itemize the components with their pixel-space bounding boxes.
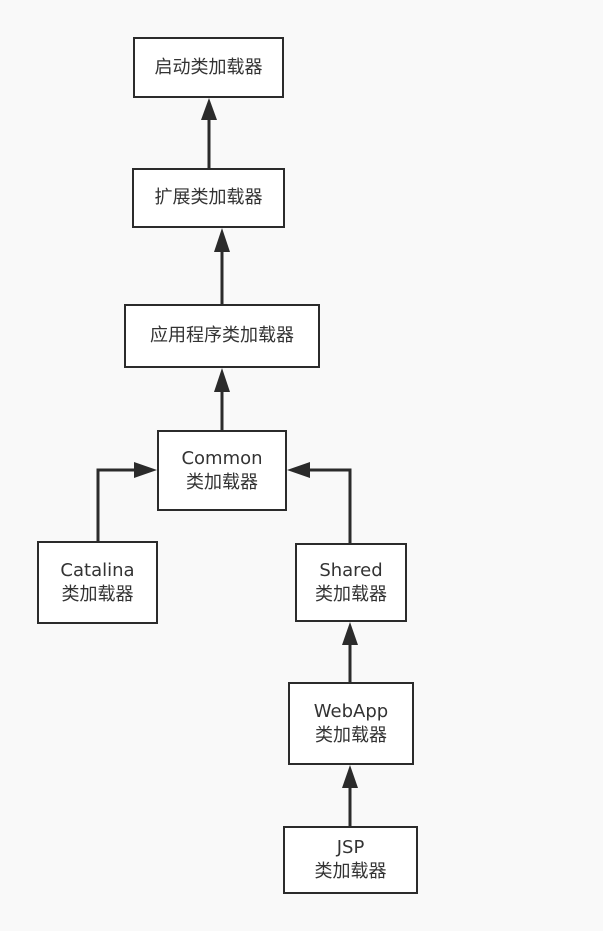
node-jsp-name: JSP <box>336 837 365 858</box>
node-common-suffix: 类加载器 <box>186 471 258 493</box>
arrowhead-shared <box>342 622 358 645</box>
arrowhead-application <box>214 368 230 392</box>
node-jsp-suffix: 类加载器 <box>314 861 387 882</box>
node-application-loader: 应用程序类加载器 <box>124 304 320 368</box>
node-shared-name: Shared <box>319 559 383 581</box>
node-application-label: 应用程序类加载器 <box>150 325 294 346</box>
node-extension-loader: 扩展类加载器 <box>132 168 285 228</box>
node-shared-suffix: 类加载器 <box>315 583 387 605</box>
edge-shared-to-common <box>310 468 352 543</box>
node-catalina-loader: Catalina 类加载器 <box>37 541 158 624</box>
node-common-loader: Common 类加载器 <box>157 430 287 511</box>
edge-catalina-to-common <box>96 468 136 541</box>
arrowhead-webapp <box>342 765 358 788</box>
node-bootstrap-loader: 启动类加载器 <box>133 37 284 98</box>
arrowhead-common-right <box>287 462 310 478</box>
node-extension-label: 扩展类加载器 <box>154 187 263 208</box>
node-shared-loader: Shared 类加载器 <box>295 543 407 622</box>
arrowhead-bootstrap <box>201 98 217 120</box>
node-common-name: Common <box>181 447 263 469</box>
node-catalina-name: Catalina <box>60 559 135 581</box>
arrowhead-common-left <box>134 462 157 478</box>
arrowhead-extension <box>214 228 230 252</box>
node-jsp-loader: JSP 类加载器 <box>283 826 418 894</box>
node-webapp-loader: WebApp 类加载器 <box>288 682 414 765</box>
node-webapp-name: WebApp <box>313 700 389 722</box>
node-bootstrap-label: 启动类加载器 <box>154 56 263 78</box>
node-webapp-suffix: 类加载器 <box>315 724 387 746</box>
node-catalina-suffix: 类加载器 <box>61 583 134 605</box>
